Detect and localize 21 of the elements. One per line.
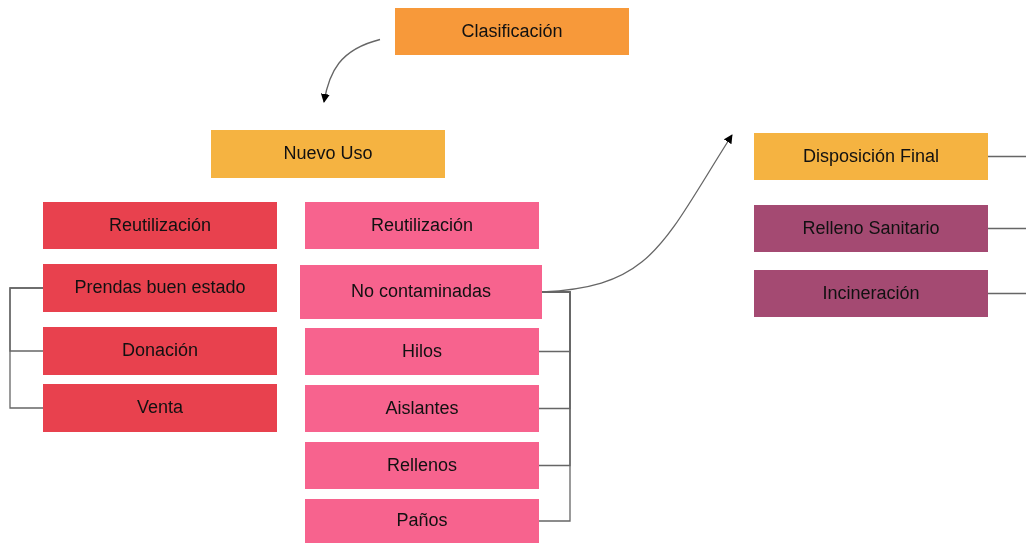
category-box: Clasificación [395, 8, 629, 55]
category-box: Prendas buen estado [43, 264, 277, 312]
connector-line [987, 227, 1026, 230]
connector-line [987, 292, 1026, 295]
connector-line [987, 155, 1026, 158]
category-box: Hilos [305, 328, 539, 375]
arrow [321, 38, 381, 103]
category-box: Relleno Sanitario [754, 205, 988, 252]
category-box: Nuevo Uso [211, 130, 445, 178]
category-box: Venta [43, 384, 277, 432]
category-box: Reutilización [305, 202, 539, 249]
category-box: Incineración [754, 270, 988, 317]
category-box: No contaminadas [300, 265, 542, 319]
category-box: Rellenos [305, 442, 539, 489]
category-box: Disposición Final [754, 133, 988, 180]
category-box: Reutilización [43, 202, 277, 249]
connector-line [9, 287, 44, 409]
category-box: Aislantes [305, 385, 539, 432]
category-box: Donación [43, 327, 277, 375]
connector-line [538, 291, 571, 522]
category-box: Paños [305, 499, 539, 543]
